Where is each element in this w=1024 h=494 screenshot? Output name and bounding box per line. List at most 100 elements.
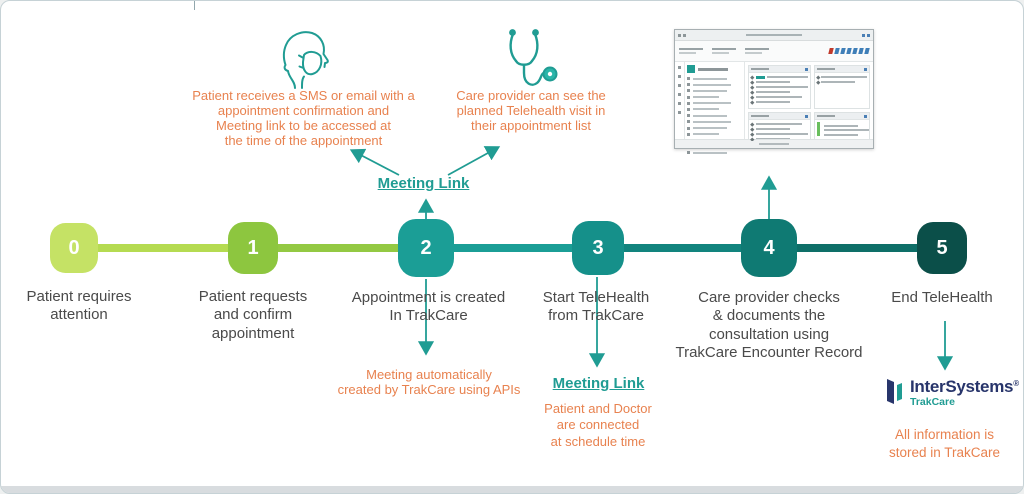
alert-flags xyxy=(828,48,870,54)
sidebar-menu-item xyxy=(687,114,742,118)
flag-icon xyxy=(834,48,840,54)
intersystems-trakcare-logo: InterSystems® TrakCare xyxy=(883,378,1019,408)
brand-name: InterSystems xyxy=(910,377,1014,396)
node-0-number: 0 xyxy=(68,236,80,259)
menu-bullet xyxy=(687,77,690,80)
sidebar-menu-item xyxy=(687,101,742,105)
thumbnail-body xyxy=(675,62,873,155)
panel-row xyxy=(750,131,808,136)
note-meeting-auto: Meeting automatically created by TrakCar… xyxy=(337,367,521,398)
node-3-label: Start TeleHealth from TrakCare xyxy=(542,289,650,325)
timeline-segment-0-1 xyxy=(74,244,253,252)
menu-bullet xyxy=(687,114,690,118)
panel-header-icon xyxy=(804,67,808,71)
panel-row xyxy=(750,126,808,131)
timeline-node-4: 4 xyxy=(741,219,797,277)
panel-row xyxy=(750,90,808,95)
flag-icon xyxy=(840,48,846,54)
timeline-segment-3-4 xyxy=(598,244,769,252)
panel-header-icon xyxy=(864,114,867,118)
timeline-segment-1-2 xyxy=(253,244,426,252)
sidebar-menu-item xyxy=(687,120,742,124)
panel-row xyxy=(750,75,808,79)
panel-header xyxy=(749,113,810,120)
node-1-label: Patient requests and confirm appointment xyxy=(198,288,308,342)
panel-header-icon xyxy=(864,67,867,71)
node-5-label: End TeleHealth xyxy=(891,289,993,306)
titlebar-icon xyxy=(678,33,681,37)
pencil-icon xyxy=(750,85,755,90)
pencil-icon xyxy=(750,95,755,100)
panel-row xyxy=(750,80,808,85)
node-4-number: 4 xyxy=(763,236,775,259)
timeline-node-2: 2 xyxy=(398,219,454,277)
panel-results xyxy=(813,112,870,142)
titlebar-title-bar xyxy=(746,33,802,37)
panel-row xyxy=(816,74,867,79)
product-name: TrakCare xyxy=(910,396,955,408)
trademark: ® xyxy=(1013,379,1019,388)
titlebar-action-icon xyxy=(867,33,870,37)
timeline-node-3: 3 xyxy=(572,221,624,275)
meeting-link-bottom[interactable]: Meeting Link xyxy=(552,375,645,392)
flag-icon xyxy=(864,48,870,54)
pencil-icon xyxy=(750,90,755,95)
pencil-icon xyxy=(750,131,755,136)
banner-field xyxy=(712,47,736,55)
bottom-edge-bar xyxy=(1,486,1023,493)
timeline-node-0: 0 xyxy=(50,223,98,273)
flag-icon xyxy=(846,48,852,54)
sidebar-header xyxy=(687,65,742,73)
rail-icon xyxy=(678,93,681,96)
panel-row xyxy=(823,129,869,131)
panel-header xyxy=(814,66,869,73)
titlebar-icon xyxy=(683,33,686,37)
sidebar-menu-item xyxy=(687,151,742,155)
panel-row xyxy=(750,121,808,126)
thumbnail-patient-banner xyxy=(675,41,873,62)
menu-bullet xyxy=(687,83,690,87)
pencil-icon xyxy=(750,100,755,105)
sidebar-menu-item xyxy=(687,83,742,87)
menu-bullet xyxy=(687,101,690,105)
menu-icon xyxy=(687,65,695,73)
node-2-number: 2 xyxy=(420,236,432,259)
panel-row xyxy=(750,85,808,90)
timeline-segment-2-3 xyxy=(426,244,598,252)
panel-row xyxy=(823,133,869,136)
node-0-label: Patient requires attention xyxy=(26,288,132,324)
timeline-node-5: 5 xyxy=(917,222,967,274)
sidebar-menu-item xyxy=(687,126,742,130)
note-provider-visit: Care provider can see the planned Telehe… xyxy=(456,88,606,134)
banner-field xyxy=(679,47,703,55)
panel-appointments xyxy=(748,65,811,109)
node-2-label: Appointment is created In TrakCare xyxy=(351,289,506,325)
arrow-meeting-link-to-provider-note xyxy=(447,146,501,176)
panel-row xyxy=(823,124,869,127)
thumbnail-titlebar xyxy=(675,30,873,41)
intersystems-logo-mark-icon xyxy=(887,379,902,404)
titlebar-action-icon xyxy=(862,33,865,37)
stethoscope-icon xyxy=(509,29,558,86)
menu-bullet xyxy=(687,151,690,155)
pencil-icon xyxy=(816,79,820,84)
timeline-segment-4-5 xyxy=(769,244,942,252)
window-edge-tick xyxy=(194,1,195,10)
pencil-icon xyxy=(750,75,755,79)
node-3-number: 3 xyxy=(592,236,604,259)
trakcare-screenshot-thumbnail xyxy=(674,29,874,155)
panel-row xyxy=(750,136,808,141)
logo-text: InterSystems® TrakCare xyxy=(910,378,1019,408)
node-4-label: Care provider checks & documents the con… xyxy=(675,289,863,362)
node-1-number: 1 xyxy=(247,236,259,259)
timeline-node-1: 1 xyxy=(228,222,278,274)
meeting-link-top[interactable]: Meeting Link xyxy=(377,175,470,192)
panel-header-icon xyxy=(804,114,808,118)
sidebar-menu-item xyxy=(687,77,742,80)
flag-icon xyxy=(858,48,864,54)
pencil-icon xyxy=(816,74,820,79)
note-stored-in-trakcare: All information is stored in TrakCare xyxy=(888,427,1001,460)
sidebar-menu-item xyxy=(687,132,742,136)
thumbnail-panels xyxy=(745,62,873,142)
menu-bullet xyxy=(687,95,690,99)
